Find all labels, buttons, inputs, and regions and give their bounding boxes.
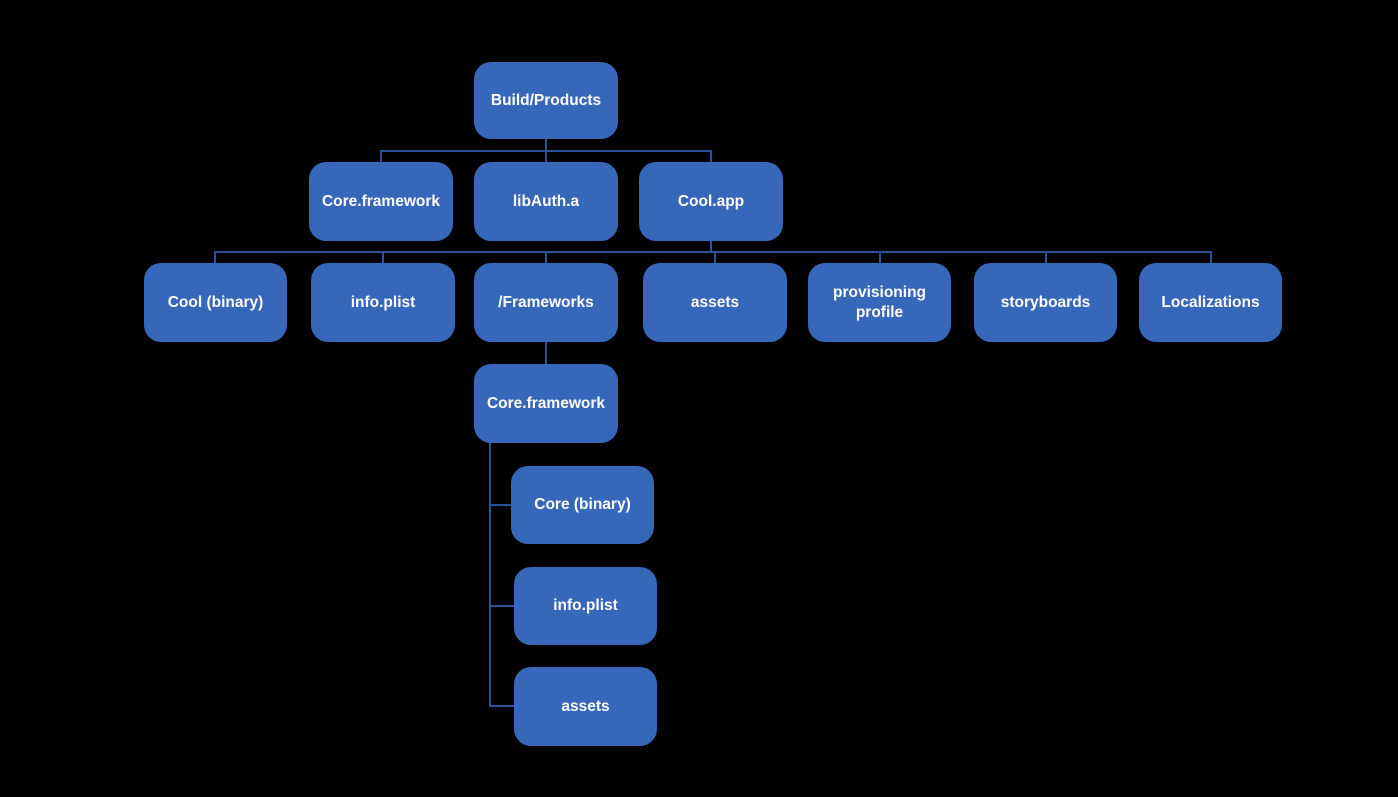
node-nested-info-plist: info.plist <box>514 567 657 645</box>
node-nested-assets: assets <box>514 667 657 746</box>
connector-frameworks-stem <box>545 342 547 364</box>
node-cool-app: Cool.app <box>639 162 783 241</box>
connector-cool-app-stem <box>710 241 712 253</box>
node-provisioning-profile: provisioning profile <box>808 263 951 342</box>
node-nested-core-framework: Core.framework <box>474 364 618 443</box>
connector-stub-nested-core-binary <box>489 504 512 506</box>
connector-level2-bus <box>380 150 712 152</box>
connector-drop-assets <box>714 251 716 263</box>
node-localizations: Localizations <box>1139 263 1282 342</box>
node-build-products: Build/Products <box>474 62 618 139</box>
connector-stub-nested-info-plist <box>489 605 515 607</box>
connector-drop-provisioning-profile <box>879 251 881 263</box>
connector-drop-cool-app <box>710 150 712 162</box>
connector-drop-storyboards <box>1045 251 1047 263</box>
connector-stub-nested-assets <box>489 705 515 707</box>
connector-drop-localizations <box>1210 251 1212 263</box>
connector-drop-cool-binary <box>214 251 216 263</box>
node-nested-core-binary: Core (binary) <box>511 466 654 544</box>
connector-drop-core-framework <box>380 150 382 162</box>
connector-drop-info-plist <box>382 251 384 263</box>
node-info-plist: info.plist <box>311 263 455 342</box>
node-assets: assets <box>643 263 787 342</box>
connector-nested-hang-rail <box>489 442 491 707</box>
node-frameworks: /Frameworks <box>474 263 618 342</box>
connector-drop-frameworks <box>545 251 547 263</box>
node-libauth-a: libAuth.a <box>474 162 618 241</box>
node-storyboards: storyboards <box>974 263 1117 342</box>
connector-level3-bus <box>214 251 1212 253</box>
node-cool-binary: Cool (binary) <box>144 263 287 342</box>
node-core-framework: Core.framework <box>309 162 453 241</box>
